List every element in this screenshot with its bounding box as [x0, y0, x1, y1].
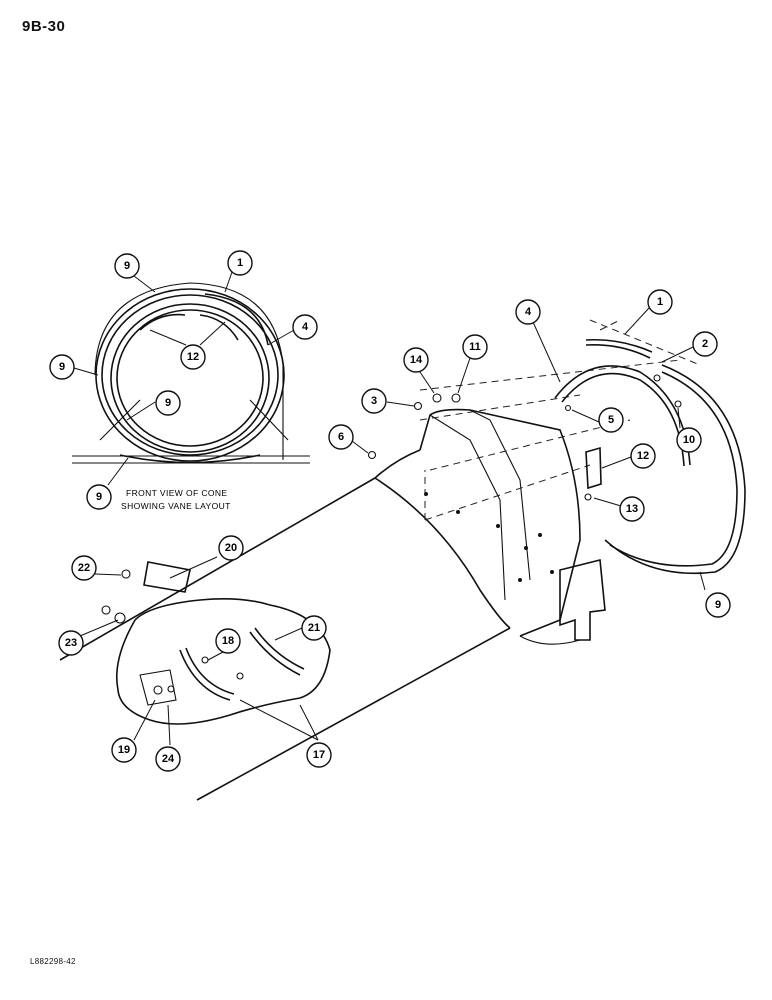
callout-number: 4 — [525, 306, 532, 318]
assembly-dashed-lines — [419, 319, 701, 521]
callout-number: 9 — [96, 491, 102, 503]
callout-main-11: 11 — [462, 334, 488, 360]
callout-number: 6 — [338, 431, 344, 443]
callout-main-23: 23 — [58, 630, 84, 656]
callout-circle — [155, 390, 181, 416]
callout-main-24: 24 — [155, 746, 181, 772]
callout-inset-9-top: 9 — [114, 253, 140, 279]
callout-number: 17 — [313, 749, 325, 761]
callout-inset-9-inner: 9 — [155, 390, 181, 416]
callout-main-10: 10 — [676, 427, 702, 453]
callout-number: 5 — [608, 414, 614, 426]
callout-circle — [155, 746, 181, 772]
callout-number: 19 — [118, 744, 130, 756]
callout-main-1: 1 — [647, 289, 673, 315]
callout-number: 13 — [626, 503, 638, 515]
callout-main-5: 5 — [598, 407, 624, 433]
callout-circle — [306, 742, 332, 768]
callout-circle — [361, 388, 387, 414]
callout-main-14: 14 — [403, 347, 429, 373]
callout-inset-9-left: 9 — [49, 354, 75, 380]
page-number: 9B-30 — [22, 18, 66, 35]
callout-number: 9 — [59, 361, 65, 373]
top-hardware — [367, 393, 461, 460]
callout-main-4: 4 — [515, 299, 541, 325]
callout-circle — [705, 592, 731, 618]
callout-circle — [218, 535, 244, 561]
callout-circle — [215, 628, 241, 654]
callout-circle — [114, 253, 140, 279]
callout-number: 1 — [657, 296, 663, 308]
callout-number: 1 — [237, 257, 243, 269]
callout-main-22: 22 — [71, 555, 97, 581]
callout-inset-12: 12 — [180, 344, 206, 370]
callout-number: 18 — [222, 635, 234, 647]
callout-main-13: 13 — [619, 496, 645, 522]
callout-main-18: 18 — [215, 628, 241, 654]
callout-circle — [227, 250, 253, 276]
cutaway-detail — [101, 561, 331, 725]
callout-number: 3 — [371, 395, 377, 407]
callout-circle — [58, 630, 84, 656]
callout-circle — [692, 331, 718, 357]
inset-front-view — [72, 282, 310, 464]
inset-caption-line2: SHOWING VANE LAYOUT — [121, 501, 231, 511]
callout-circle — [515, 299, 541, 325]
callout-circle — [328, 424, 354, 450]
callout-number: 12 — [187, 351, 199, 363]
callout-inset-4: 4 — [292, 314, 318, 340]
callout-circle — [462, 334, 488, 360]
callout-number: 9 — [124, 260, 130, 272]
callout-main-19: 19 — [111, 737, 137, 763]
callout-circle — [49, 354, 75, 380]
callout-main-17: 17 — [306, 742, 332, 768]
callout-main-3: 3 — [361, 388, 387, 414]
callout-number: 9 — [165, 397, 171, 409]
callout-number: 24 — [162, 753, 175, 765]
callout-number: 4 — [302, 321, 309, 333]
callout-number: 2 — [702, 338, 708, 350]
callout-circle — [71, 555, 97, 581]
callout-number: 11 — [469, 341, 481, 353]
callout-circle — [403, 347, 429, 373]
callout-main-21: 21 — [301, 615, 327, 641]
callout-circle — [630, 443, 656, 469]
callout-main-6: 6 — [328, 424, 354, 450]
callout-number: 10 — [683, 434, 695, 446]
callout-circle — [619, 496, 645, 522]
callout-number: 20 — [225, 542, 237, 554]
callout-circle — [676, 427, 702, 453]
callout-circle — [292, 314, 318, 340]
callout-circle — [111, 737, 137, 763]
callout-number: 9 — [715, 599, 721, 611]
callout-number: 22 — [78, 562, 90, 574]
callout-main-2: 2 — [692, 331, 718, 357]
inset-caption-line1: FRONT VIEW OF CONE — [126, 488, 228, 498]
callout-circle — [598, 407, 624, 433]
callout-main-9: 9 — [705, 592, 731, 618]
callout-number: 12 — [637, 450, 649, 462]
callout-main-12: 12 — [630, 443, 656, 469]
callout-circle — [180, 344, 206, 370]
callout-circle — [86, 484, 112, 510]
callouts: 9 1 4 12 9 9 9 1 2 3 4 5 6 9 10 11 12 13… — [49, 250, 731, 772]
main-cone — [59, 408, 606, 801]
callout-number: 14 — [410, 354, 423, 366]
callout-number: 23 — [65, 637, 77, 649]
callout-number: 21 — [308, 622, 320, 634]
figure-code: L882298-42 — [30, 957, 76, 966]
callout-inset-1: 1 — [227, 250, 253, 276]
callout-circle — [301, 615, 327, 641]
callout-circle — [647, 289, 673, 315]
callout-main-20: 20 — [218, 535, 244, 561]
callout-inset-9-bottom: 9 — [86, 484, 112, 510]
